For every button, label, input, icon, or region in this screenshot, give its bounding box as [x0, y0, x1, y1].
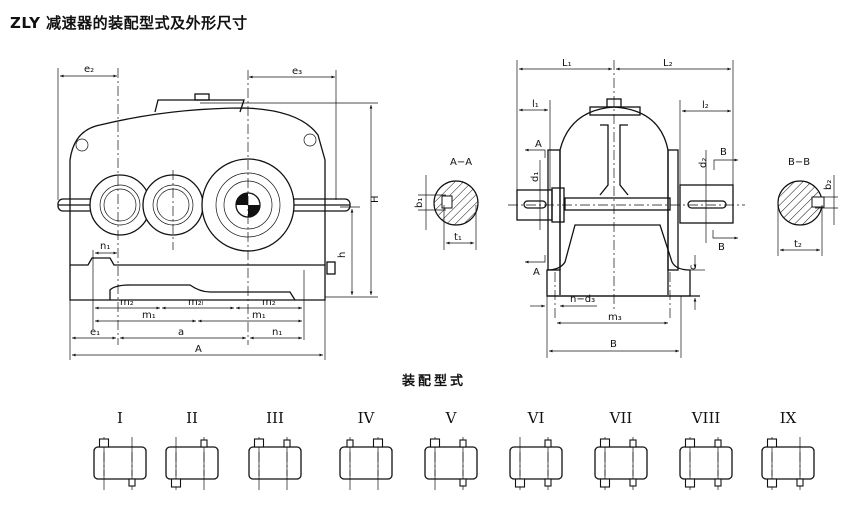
shaft-stub [283, 439, 291, 448]
dim-m2l: m₂ₗ [188, 297, 204, 308]
shaft-stub [629, 439, 637, 448]
dim-d1: d₁ [530, 172, 541, 182]
assembly-form: VII [594, 409, 648, 490]
housing-outline [424, 446, 478, 480]
housing-outline [679, 446, 733, 480]
assembly-form: IX [761, 409, 815, 490]
form-numeral: IX [780, 409, 797, 427]
shaft-stub [346, 439, 354, 448]
dim-e2: e₂ [84, 64, 94, 75]
page-title: ZLY 减速器的装配型式及外形尺寸 [10, 14, 248, 32]
form-numeral: III [266, 409, 284, 427]
shaft-stub [544, 478, 552, 487]
shaft-stub [796, 478, 804, 487]
dim-e1: e₁ [90, 327, 100, 338]
dim-b2: b₂ [823, 180, 834, 190]
dim-m3: m₃ [608, 312, 622, 323]
shaft-stub [714, 478, 722, 487]
shaft-stub [429, 438, 441, 448]
housing-outline [93, 446, 147, 480]
dim-n1-bottom: n₁ [272, 327, 282, 338]
section-mark-b-bottom: B [718, 242, 725, 253]
front-view: e₂ e₃ H h n₁ m₂ m₂ₗ m₂ m₁ m₁ e₁ a n₁ A [57, 64, 381, 360]
shaft-stub [599, 438, 611, 448]
output-shaft [679, 184, 734, 224]
shaft-stub [459, 439, 467, 448]
dim-t2: t₂ [794, 239, 802, 250]
dim-m1-right: m₁ [252, 310, 266, 321]
housing-outline [165, 446, 219, 480]
form-numeral: V [445, 409, 458, 427]
section-aa-title: A−A [450, 157, 472, 168]
dim-n1-top: n₁ [100, 241, 110, 252]
dim-n-d3: n−d₃ [570, 294, 595, 305]
housing-outline [509, 446, 563, 480]
assembly-form: III [248, 409, 302, 490]
form-numeral: VI [527, 409, 545, 427]
dim-A: A [195, 344, 202, 355]
vent-plug [194, 93, 210, 101]
shaft-stub [200, 439, 208, 448]
section-bb-title: B−B [788, 157, 810, 168]
side-view: L₁ L₂ l₁ l₂ A A B B d₁ d₂ c n−d₃ m₃ B [508, 58, 745, 358]
dim-l1: l₁ [532, 99, 539, 110]
form-numeral: VII [609, 409, 633, 427]
dim-d2: d₂ [698, 158, 709, 168]
dim-h: h [337, 252, 348, 258]
form-numeral: I [117, 409, 123, 427]
assembly-caption: 装配型式 [401, 373, 466, 389]
assembly-form: V [424, 409, 478, 490]
housing-outline [339, 446, 393, 480]
dim-L2: L₂ [663, 58, 673, 69]
dim-m2-right: m₂ [262, 297, 276, 308]
shaft-stub [714, 439, 722, 448]
dim-L1: L₁ [562, 58, 572, 69]
shaft-stub [128, 478, 136, 487]
assembly-form: VIII [679, 409, 733, 490]
dim-c: c [688, 265, 699, 271]
housing-outline [248, 446, 302, 480]
shaft-stub [766, 478, 778, 488]
section-mark-a-bottom: A [533, 267, 540, 278]
dim-a: a [178, 327, 184, 338]
shaft-stub [459, 478, 467, 487]
dim-t1: t₁ [454, 232, 462, 243]
assembly-form: II [165, 409, 219, 490]
shaft-stub [170, 478, 182, 488]
section-mark-b-top: B [720, 147, 727, 158]
dim-H: H [370, 195, 381, 203]
input-bearing [89, 174, 151, 236]
assembly-form: VI [509, 409, 563, 490]
shaft-stub [372, 438, 384, 448]
shaft-stub [514, 478, 526, 488]
housing-outline [761, 446, 815, 480]
gearbox-housing [69, 107, 326, 301]
assembly-form: IV [339, 409, 393, 490]
shaft-stub [629, 478, 637, 487]
shaft-stub [544, 439, 552, 448]
section-mark-a-top: A [535, 139, 542, 150]
dim-e3: e₃ [292, 66, 302, 77]
shaft-section-a [433, 180, 479, 226]
form-numeral: VIII [691, 409, 721, 427]
dim-b1: b₁ [414, 198, 425, 208]
shaft-stub [766, 438, 778, 448]
form-numeral: IV [358, 409, 376, 427]
housing-outline [594, 446, 648, 480]
shaft-stub [253, 438, 265, 448]
section-bb: B−B b₂ t₂ [777, 157, 838, 256]
section-aa: A−A b₁ t₁ [414, 157, 479, 250]
dim-m1-left: m₁ [142, 310, 156, 321]
shaft-stub [684, 478, 696, 488]
shaft-stub [684, 438, 696, 448]
dim-B: B [610, 339, 617, 350]
assembly-form: I [93, 409, 147, 490]
form-numeral: II [186, 409, 198, 427]
dim-l2: l₂ [702, 100, 709, 111]
shaft-stub [98, 438, 110, 448]
dim-m2-left: m₂ [120, 297, 134, 308]
shaft-stub [599, 478, 611, 488]
